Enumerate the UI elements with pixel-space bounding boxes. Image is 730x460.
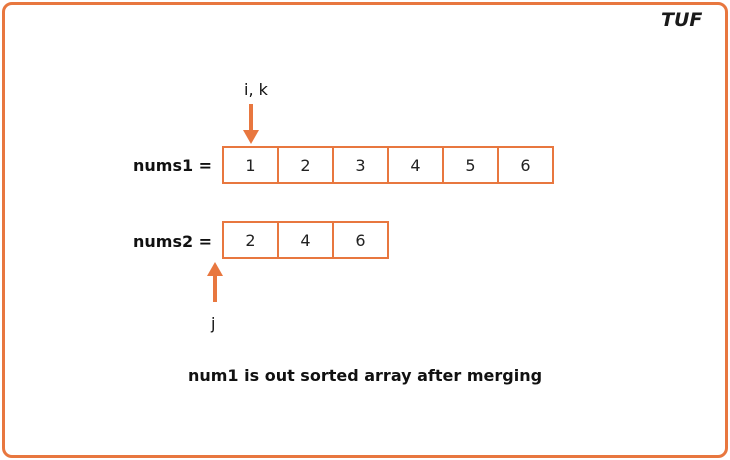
- nums1-cell: 1: [222, 146, 279, 184]
- nums2-cell: 4: [277, 221, 334, 259]
- pointer-ik-label: i, k: [244, 80, 268, 99]
- nums1-cell: 2: [277, 146, 334, 184]
- nums1-cell: 5: [442, 146, 499, 184]
- down-arrow-icon: [243, 104, 259, 144]
- nums2-label: nums2 =: [133, 232, 213, 251]
- nums2-cell: 2: [222, 221, 279, 259]
- caption: num1 is out sorted array after merging: [187, 366, 543, 385]
- tuf-logo: TUF: [661, 9, 702, 31]
- nums1-cell: 3: [332, 146, 389, 184]
- nums1-cell: 4: [387, 146, 444, 184]
- up-arrow-icon: [207, 262, 223, 302]
- logo-text: TUF: [661, 9, 703, 31]
- nums2-cell: 6: [332, 221, 389, 259]
- pointer-j-label: j: [211, 314, 216, 333]
- nums1-label: nums1 =: [133, 156, 213, 175]
- nums1-cell: 6: [497, 146, 554, 184]
